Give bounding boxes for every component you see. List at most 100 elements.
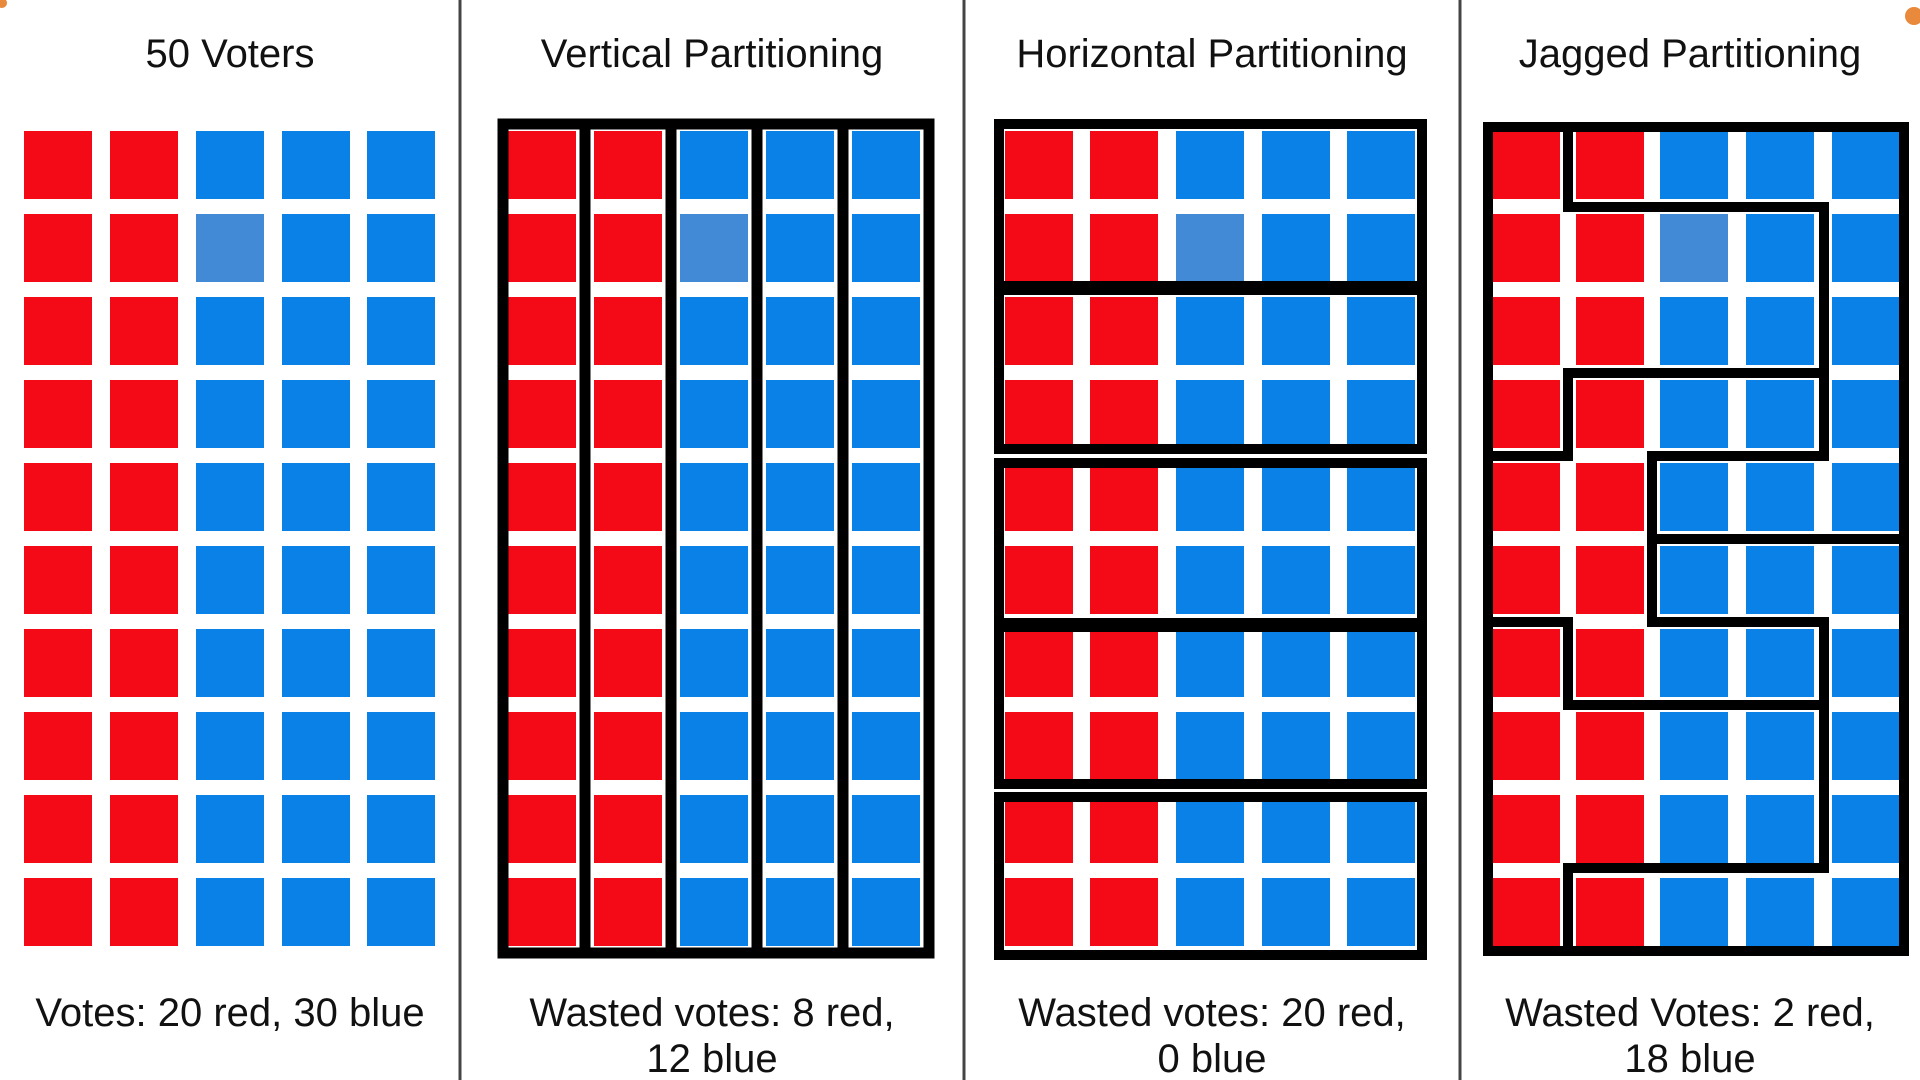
red-voter-square <box>1492 131 1560 199</box>
red-voter-square <box>24 463 92 531</box>
red-voter-square <box>24 878 92 946</box>
corner-artifact-dot <box>0 0 7 8</box>
panel-horizontal-partitioning: Horizontal Partitioning Wasted votes: 20… <box>964 0 1460 1080</box>
red-voter-square <box>594 380 662 448</box>
blue-voter-square <box>1832 131 1900 199</box>
blue-voter-square <box>1347 795 1415 863</box>
red-voter-square <box>1090 214 1158 282</box>
blue-voter-square <box>1746 795 1814 863</box>
red-voter-square <box>594 463 662 531</box>
red-voter-square <box>594 712 662 780</box>
red-voter-square <box>1492 795 1560 863</box>
blue-voter-square <box>1746 214 1814 282</box>
district-box <box>994 622 1427 789</box>
red-voter-square <box>1576 546 1644 614</box>
blue-voter-square <box>1262 380 1330 448</box>
red-voter-square <box>1576 297 1644 365</box>
red-voter-square <box>110 546 178 614</box>
blue-voter-square <box>852 463 920 531</box>
red-voter-square <box>594 214 662 282</box>
red-voter-square <box>110 712 178 780</box>
red-voter-square <box>1576 629 1644 697</box>
blue-voter-square <box>282 878 350 946</box>
blue-voter-square <box>367 131 435 199</box>
blue-voter-square <box>680 380 748 448</box>
blue-voter-square <box>1832 712 1900 780</box>
red-voter-square <box>1492 214 1560 282</box>
red-voter-square <box>594 546 662 614</box>
panel-caption: Wasted votes: 20 red, 0 blue <box>1018 991 1406 1080</box>
blue-voter-square <box>680 463 748 531</box>
blue-voter-square <box>1660 629 1728 697</box>
blue-voter-square <box>1176 131 1244 199</box>
blue-voter-square <box>766 629 834 697</box>
red-voter-square <box>1090 795 1158 863</box>
blue-voter-square <box>1262 297 1330 365</box>
blue-voter-square <box>1832 463 1900 531</box>
panel-50-voters: 50 Voters Votes: 20 red, 30 blue <box>0 0 460 1080</box>
blue-voter-square <box>1176 546 1244 614</box>
red-voter-square <box>1005 795 1073 863</box>
blue-voter-square <box>1262 712 1330 780</box>
blue-voter-square <box>1262 878 1330 946</box>
red-voter-square <box>1005 629 1073 697</box>
red-voter-square <box>594 795 662 863</box>
blue-voter-square <box>196 629 264 697</box>
blue-voter-square <box>852 131 920 199</box>
blue-voter-square <box>680 546 748 614</box>
blue-voter-square <box>196 380 264 448</box>
red-voter-square <box>1576 214 1644 282</box>
red-voter-square <box>1090 380 1158 448</box>
blue-voter-square <box>766 712 834 780</box>
blue-voter-square <box>282 297 350 365</box>
blue-voter-square <box>766 380 834 448</box>
red-voter-square <box>1492 463 1560 531</box>
blue-voter-square <box>1832 214 1900 282</box>
blue-voter-square <box>367 546 435 614</box>
blue-voter-square <box>1746 463 1814 531</box>
blue-voter-square <box>852 297 920 365</box>
blue-voter-square <box>1347 214 1415 282</box>
blue-voter-square <box>1832 380 1900 448</box>
blue-voter-square <box>1347 131 1415 199</box>
panel-vertical-partitioning: Vertical Partitioning Wasted votes: 8 re… <box>460 0 964 1080</box>
blue-voter-square <box>1262 131 1330 199</box>
blue-voter-square <box>766 463 834 531</box>
blue-voter-square <box>1347 629 1415 697</box>
blue-voter-square <box>1660 546 1728 614</box>
blue-voter-square <box>1176 795 1244 863</box>
red-voter-square <box>508 380 576 448</box>
blue-voter-square <box>852 546 920 614</box>
light-blue-voter-square <box>196 214 264 282</box>
blue-voter-square <box>367 712 435 780</box>
blue-voter-square <box>1746 629 1814 697</box>
red-voter-square <box>24 131 92 199</box>
red-voter-square <box>24 795 92 863</box>
blue-voter-square <box>196 546 264 614</box>
district-box <box>994 792 1427 960</box>
red-voter-square <box>1576 463 1644 531</box>
blue-voter-square <box>1660 795 1728 863</box>
blue-voter-square <box>1347 878 1415 946</box>
red-voter-square <box>110 214 178 282</box>
blue-voter-square <box>1832 795 1900 863</box>
red-voter-square <box>110 629 178 697</box>
blue-voter-square <box>196 795 264 863</box>
red-voter-square <box>1576 795 1644 863</box>
panel-caption: Votes: 20 red, 30 blue <box>35 991 425 1035</box>
red-voter-square <box>1492 712 1560 780</box>
blue-voter-square <box>1660 297 1728 365</box>
red-voter-square <box>1492 878 1560 946</box>
red-voter-square <box>508 463 576 531</box>
blue-voter-square <box>766 795 834 863</box>
red-voter-square <box>1090 131 1158 199</box>
blue-voter-square <box>852 380 920 448</box>
red-voter-square <box>110 878 178 946</box>
red-voter-square <box>508 546 576 614</box>
blue-voter-square <box>1746 546 1814 614</box>
blue-voter-square <box>282 131 350 199</box>
red-voter-square <box>1090 546 1158 614</box>
red-voter-square <box>110 297 178 365</box>
